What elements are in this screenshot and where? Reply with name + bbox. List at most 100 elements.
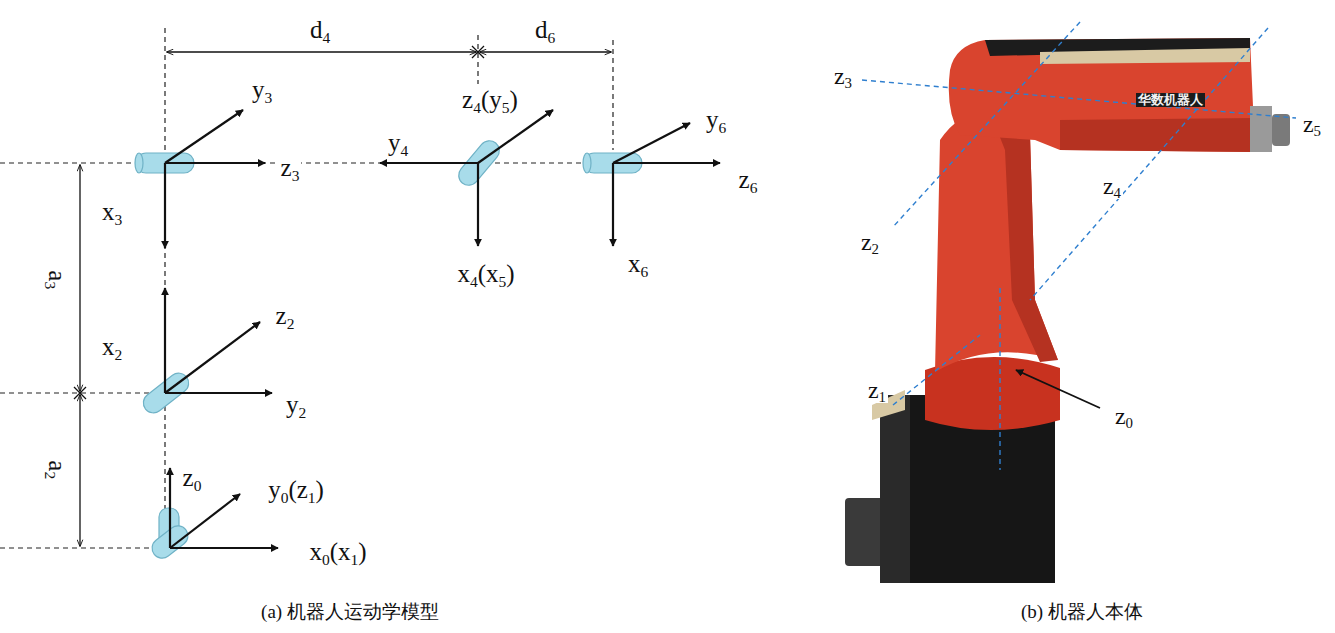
axis-arrows (165, 110, 720, 548)
subscript: 3 (845, 75, 852, 91)
axis-label: x2 (100, 333, 124, 361)
axis-arrows (170, 547, 278, 549)
axis-arrows (165, 110, 243, 163)
axis-label: z2 (859, 229, 881, 255)
symbol: x (309, 538, 322, 565)
symbol: z (868, 377, 879, 403)
photo-axis-lines (892, 22, 1080, 228)
subscript: 4 (470, 273, 478, 290)
construction-lines (612, 40, 613, 150)
axis-label: y2 (284, 391, 308, 419)
robot-photo (935, 112, 1058, 372)
construction-lines (0, 28, 720, 548)
symbol: (x (478, 260, 499, 287)
axis-arrows (164, 288, 166, 393)
subscript: 5 (499, 273, 507, 290)
subscript: 0 (322, 551, 330, 568)
axis-label: z0 (181, 464, 204, 492)
brand-text: 华数机器人 (1136, 93, 1205, 107)
axis-label: z6 (737, 166, 760, 194)
symbol: z (1115, 403, 1126, 429)
symbol: x (102, 333, 115, 360)
subscript: 1 (308, 489, 316, 506)
dimension-lines (472, 46, 484, 58)
robot-photo (949, 38, 1255, 152)
symbol: d (535, 16, 548, 43)
subscript: 2 (287, 315, 295, 332)
dimension-lines (74, 46, 611, 546)
symbol: (y (481, 86, 502, 113)
subscript: 2 (872, 241, 879, 257)
subscript: 2 (298, 404, 306, 421)
subscript: 4 (322, 29, 330, 46)
subscript: 6 (547, 29, 555, 46)
dimension-label: d6 (533, 16, 557, 44)
symbol: z (183, 464, 194, 491)
symbol: x (628, 250, 641, 277)
symbol: z (861, 229, 872, 255)
subscript: 5 (1314, 123, 1321, 139)
dimension-lines (79, 165, 80, 391)
robot-photo (1060, 118, 1255, 152)
dimension-label: d4 (308, 16, 332, 44)
symbol: z (1303, 111, 1314, 137)
subscript: 6 (750, 179, 758, 196)
symbol: z (739, 166, 750, 193)
joint-cylinders (135, 137, 642, 563)
axis-label: y3 (250, 76, 274, 104)
dimension-lines (79, 395, 80, 546)
subscript: 3 (114, 211, 122, 228)
robot-photo (1272, 114, 1290, 146)
subscript: 2 (41, 472, 58, 480)
dimension-lines (74, 387, 86, 399)
symbol: d (310, 16, 323, 43)
symbol: z (834, 63, 845, 89)
subscript: 0 (194, 477, 202, 494)
axis-arrows (613, 123, 690, 163)
symbol: ) (316, 476, 324, 503)
photo-axis-lines (862, 22, 1296, 470)
axis-label: z3 (832, 63, 854, 89)
axis-arrows (612, 163, 614, 246)
axis-label: x4(x5) (455, 260, 516, 288)
dimension-lines (167, 51, 476, 52)
symbol: x (102, 198, 115, 225)
photo-axis-lines (999, 288, 1000, 470)
subscript: 2 (114, 346, 122, 363)
symbol: a (44, 271, 71, 282)
subfigure-caption: (b) 机器人本体 (1019, 602, 1145, 623)
axis-arrows (165, 322, 260, 393)
axis-label: x3 (100, 198, 124, 226)
dimension-lines (480, 51, 611, 52)
symbol: x (457, 260, 470, 287)
axis-arrows (169, 468, 171, 548)
symbol: (x (330, 538, 351, 565)
axis-label: z4(y5) (460, 86, 520, 114)
subscript: 0 (281, 489, 289, 506)
joint-cylinders (583, 153, 591, 173)
axis-arrows (477, 163, 479, 246)
robot-photo (845, 38, 1290, 583)
robot-photo (1250, 106, 1272, 152)
axis-arrows (164, 163, 166, 248)
subscript: 4 (1114, 185, 1121, 201)
subfigure-caption: (a) 机器人运动学模型 (259, 602, 441, 623)
symbol: z (281, 154, 292, 181)
dimension-label: a2 (43, 459, 71, 482)
axis-arrows (613, 162, 720, 164)
construction-lines (0, 547, 160, 548)
axis-arrows (165, 392, 272, 394)
symbol: z (462, 86, 473, 113)
axis-label: z1 (866, 377, 888, 403)
photo-axis-lines (893, 335, 980, 405)
subscript: 6 (640, 263, 648, 280)
axis-label: x0(x1) (307, 538, 368, 566)
subscript: 3 (264, 89, 272, 106)
symbol: y (388, 129, 401, 156)
subscript: 3 (41, 282, 58, 290)
subscript: 1 (879, 389, 886, 405)
axis-label: y0(z1) (266, 476, 326, 504)
photo-pointer (1016, 370, 1100, 408)
symbol: z (276, 302, 287, 329)
